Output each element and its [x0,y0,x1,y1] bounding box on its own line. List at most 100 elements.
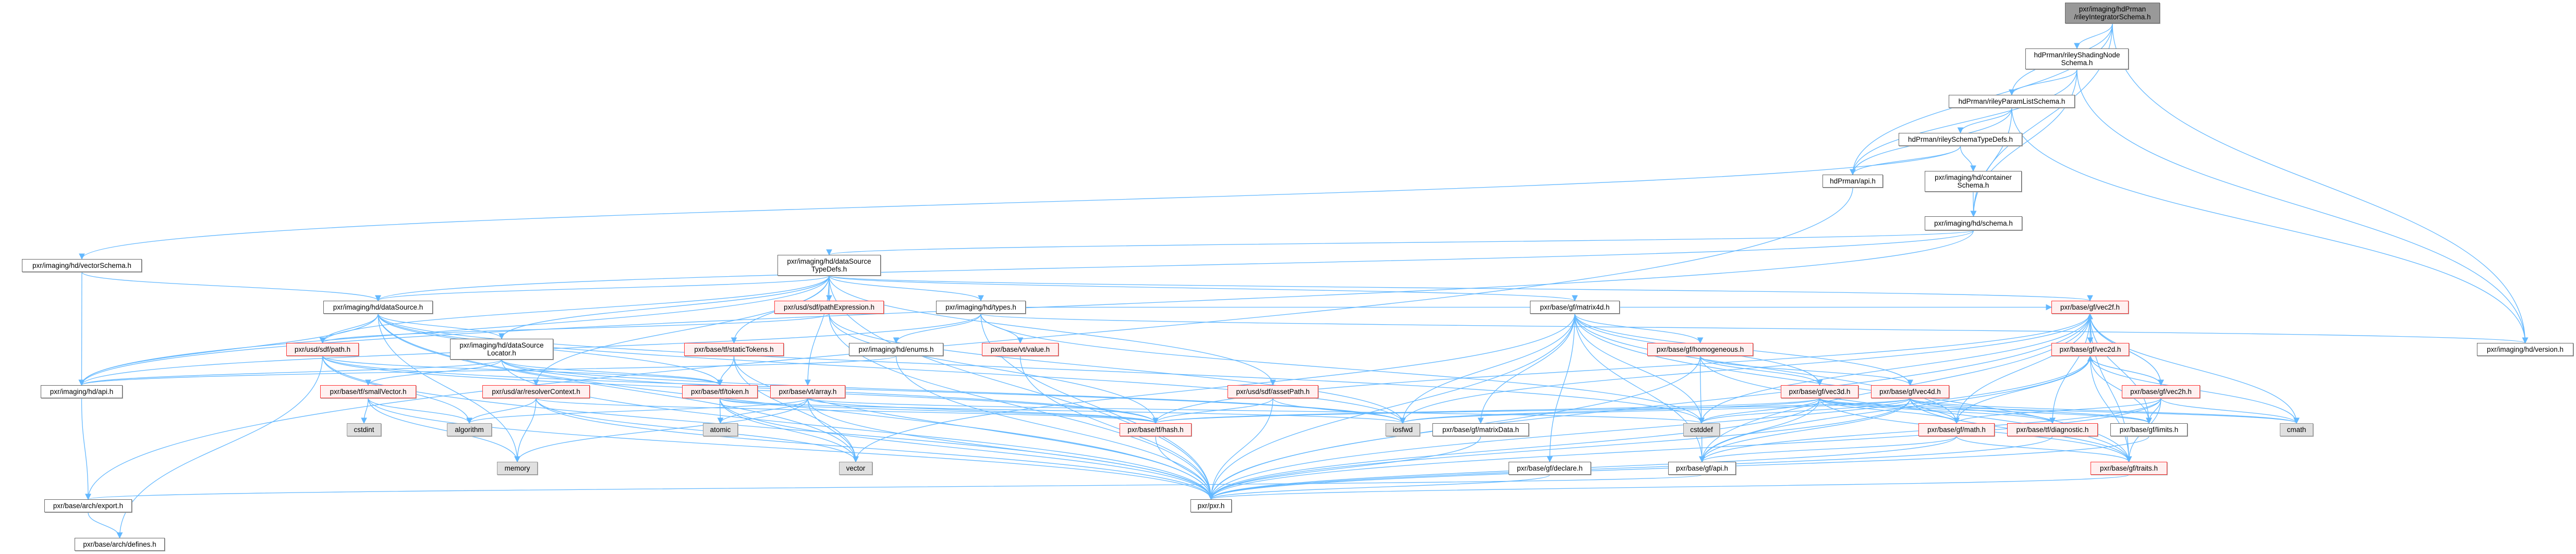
graph-node-traits[interactable]: pxr/base/gf/traits.h [2091,462,2167,475]
graph-node-assetPath[interactable]: pxr/usd/sdf/assetPath.h [1228,385,1318,398]
graph-node-iosfwd[interactable]: iosfwd [1386,423,1420,436]
graph-node-array[interactable]: pxr/base/vt/array.h [770,385,845,398]
edge-vec2f-to-math [1953,313,2091,424]
graph-node-cmath[interactable]: cmath [2280,423,2313,436]
graph-node-prmanApi[interactable]: hdPrman/api.h [1822,175,1883,188]
edge-shading-to-paramList [2009,69,2077,96]
edge-gfApi-to-export [86,474,1703,500]
edge-vec3d-to-diagnostic [1819,398,2056,424]
graph-node-token[interactable]: pxr/base/tf/token.h [682,385,758,398]
graph-node-enums[interactable]: pxr/imaging/hd/enums.h [849,343,943,356]
edge-vec2d-to-pxr [1208,355,2091,500]
graph-node-smallVector[interactable]: pxr/base/tf/smallVector.h [320,385,416,398]
graph-node-cstddef[interactable]: cstddef [1683,423,1720,436]
edge-root-to-version [2112,23,2529,344]
edge-vec3d-to-math [1819,398,1960,424]
graph-node-limits[interactable]: pxr/base/gf/limits.h [2110,423,2188,436]
edge-dsTypeDefs-to-array [805,275,830,386]
graph-node-declare[interactable]: pxr/base/gf/declare.h [1509,462,1591,475]
edge-array-to-algorithm [466,398,808,424]
edge-rileyTypeDefs-to-prmanApi [1850,145,1961,176]
edge-array-to-hash [807,398,1159,424]
graph-node-containerSchema[interactable]: pxr/imaging/hd/container Schema.h [1925,171,2022,192]
edge-vec4d-to-pxr [1208,398,1911,500]
graph-node-dsLocator[interactable]: pxr/imaging/hd/dataSource Locator.h [450,339,553,360]
edge-enums-to-hdApi [79,355,897,386]
graph-node-vec4d[interactable]: pxr/base/gf/vec4d.h [1871,385,1949,398]
graph-node-hash[interactable]: pxr/base/tf/hash.h [1120,423,1192,436]
edge-matrix4d-to-cstddef [1574,313,1705,424]
edge-smallVector-to-cstdint [361,398,369,424]
graph-node-path[interactable]: pxr/usd/sdf/path.h [286,343,359,356]
graph-node-vectorSchema[interactable]: pxr/imaging/hd/vectorSchema.h [22,259,142,272]
graph-node-vec2d[interactable]: pxr/base/gf/vec2d.h [2051,343,2129,356]
graph-node-gfApi[interactable]: pxr/base/gf/api.h [1668,462,1736,475]
edge-pathExpr-to-hash [829,313,1159,424]
edge-vec2f-to-limits [2089,313,2152,424]
graph-node-schema[interactable]: pxr/imaging/hd/schema.h [1925,216,2022,230]
edge-types-to-enums [893,313,981,344]
graph-node-types[interactable]: pxr/imaging/hd/types.h [936,301,1026,314]
edge-resolverContext-to-algorithm [466,398,537,424]
graph-node-value[interactable]: pxr/base/vt/value.h [982,343,1059,356]
edge-resolverContext-to-hash [536,398,1159,424]
graph-node-homogeneous[interactable]: pxr/base/gf/homogeneous.h [1647,343,1753,356]
graph-node-cstdint[interactable]: cstdint [347,423,381,436]
graph-node-atomic[interactable]: atomic [703,423,738,436]
edge-vec3d-to-cstddef [1698,398,1820,424]
graph-node-algorithm[interactable]: algorithm [447,423,492,436]
edge-vec2f-to-cmath [2089,313,2300,424]
edge-dataSource-to-memory [378,313,520,463]
graph-node-export[interactable]: pxr/base/arch/export.h [44,499,132,512]
edge-matrix4d-to-matrixData [1477,313,1575,424]
edge-staticTokens-to-pxr [733,355,1214,500]
graph-node-pxr[interactable]: pxr/pxr.h [1190,499,1232,512]
edge-token-to-hash [719,398,1159,424]
graph-node-memory[interactable]: memory [497,462,538,475]
graph-node-matrix4d[interactable]: pxr/base/gf/matrix4d.h [1530,301,1620,314]
graph-node-vec2f[interactable]: pxr/base/gf/vec2f.h [2051,301,2129,314]
edge-shading-to-prmanApi [1850,69,2077,176]
graph-node-dataSource[interactable]: pxr/imaging/hd/dataSource.h [323,301,433,314]
edge-dsTypeDefs-to-resolverContext [533,275,830,386]
graph-node-vec3d[interactable]: pxr/base/gf/vec3d.h [1781,385,1858,398]
edge-dsTypeDefs-to-hdApi [78,275,830,386]
edge-schema-to-dsTypeDefs [827,230,1974,256]
edge-vec4d-to-gfApi [1699,398,1911,463]
graph-node-version[interactable]: pxr/imaging/hd/version.h [2477,343,2573,356]
graph-node-resolverContext[interactable]: pxr/usd/ar/resolverContext.h [482,385,590,398]
graph-node-math[interactable]: pxr/base/gf/math.h [1918,423,1995,436]
graph-node-vec2h[interactable]: pxr/base/gf/vec2h.h [2122,385,2200,398]
graph-node-defines[interactable]: pxr/base/arch/defines.h [75,538,165,551]
graph-node-rileyTypeDefs[interactable]: hdPrman/rileySchemaTypeDefs.h [1899,133,2022,146]
graph-node-shading[interactable]: hdPrman/rileyShadingNode Schema.h [2025,48,2129,69]
edge-dsLocator-to-token [501,359,723,386]
edge-resolverContext-to-pxr [536,398,1214,500]
graph-node-matrixData[interactable]: pxr/base/gf/matrixData.h [1432,423,1529,436]
edge-vec2f-to-pxr [1208,313,2091,500]
graph-node-paramList[interactable]: hdPrman/rileyParamListSchema.h [1949,95,2075,108]
graph-node-diagnostic[interactable]: pxr/base/tf/diagnostic.h [2007,423,2098,436]
edge-rileyTypeDefs-to-vectorSchema [79,145,1961,260]
graph-node-pathExpr[interactable]: pxr/usd/sdf/pathExpression.h [774,301,884,314]
edge-dsLocator-to-hdApi [78,359,502,386]
graph-node-dsTypeDefs[interactable]: pxr/imaging/hd/dataSource TypeDefs.h [777,255,881,276]
edge-array-to-pxr [807,398,1214,500]
edge-vec2h-to-pxr [1208,398,2161,500]
edge-path-to-defines [116,355,323,539]
graph-node-staticTokens[interactable]: pxr/base/tf/staticTokens.h [684,343,784,356]
edge-vec2h-to-vec2d [2087,355,2161,386]
edge-homogeneous-to-gfApi [1699,355,1705,463]
edge-paramList-to-schema [1970,107,2012,217]
edge-vec2f-to-cstddef [1698,313,2091,424]
graph-node-vector[interactable]: vector [839,462,872,475]
graph-node-root[interactable]: pxr/imaging/hdPrman /rileyIntegratorSche… [2065,3,2160,23]
edge-types-to-version [980,313,2528,344]
edge-matrix4d-to-pxr [1208,313,1575,500]
edge-schema-to-hdApi [78,230,1974,386]
edge-vec4d-to-cmath [1910,398,2300,424]
edge-types-to-cstddef [980,313,1705,424]
edge-token-to-iosfwd [719,398,1406,424]
graph-node-hdApi[interactable]: pxr/imaging/hd/api.h [41,385,123,398]
